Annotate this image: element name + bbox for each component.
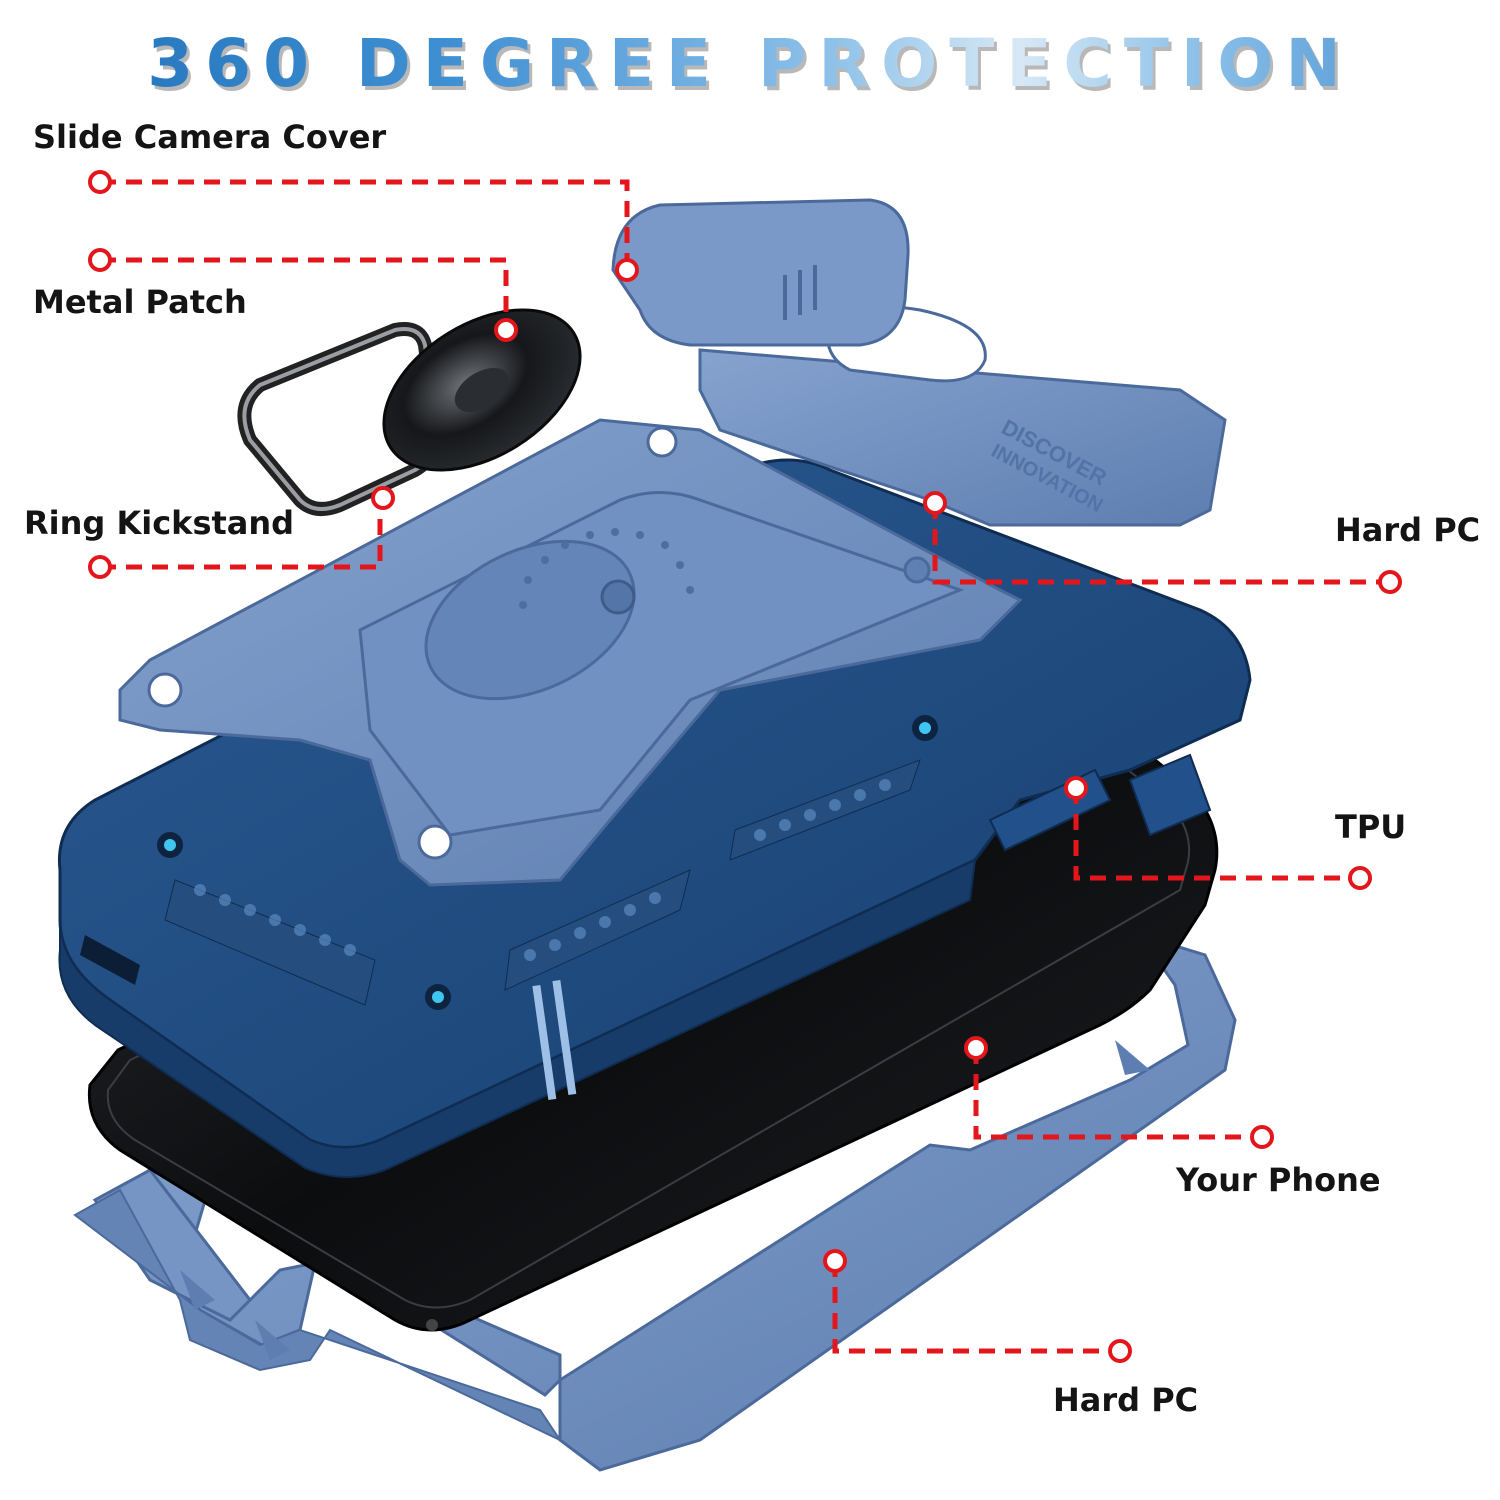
label-tpu: TPU (1335, 808, 1407, 846)
tpu-port-cutout (80, 935, 140, 985)
leader-endpoints (88, 170, 1402, 1363)
leader-your-phone (973, 1048, 1262, 1140)
headline-shadow: 360 DEGREE PROTECTION (3, 28, 1500, 108)
metal-patch-center (454, 367, 510, 413)
tpu-screw-accents (157, 715, 938, 1010)
leader-ring-kickstand (100, 498, 383, 570)
plate-hole-left (147, 672, 183, 708)
bottom-hard-pc-frame (73, 932, 1237, 1472)
leader-lines (100, 179, 1390, 1354)
label-your-phone: Your Phone (1176, 1161, 1381, 1199)
honeycomb-grip-left (164, 879, 376, 1006)
label-metal-patch: Metal Patch (33, 283, 247, 321)
leader-hard-pc-top (932, 503, 1390, 585)
label-hard-pc-top: Hard PC (1335, 511, 1481, 549)
kickstand-mount (424, 539, 636, 701)
tpu-side-button (1128, 753, 1212, 837)
slide-camera-cover (611, 198, 910, 347)
bottom-frame-corner-left (92, 1168, 252, 1322)
bottom-frame-clip-right (1115, 1040, 1150, 1075)
leader-tpu (1073, 788, 1360, 881)
bottom-frame-edge (73, 1188, 563, 1443)
honeycomb-grip-center (504, 869, 691, 991)
plate-hole-right (903, 556, 931, 584)
bottom-frame-clip-left-a (180, 1270, 215, 1310)
plate-hole-bottom (417, 824, 453, 860)
label-slide-camera-cover: Slide Camera Cover (33, 118, 387, 156)
camera-cover-assembly: DISCOVER INNOVATION (611, 198, 1227, 527)
label-hard-pc-bottom: Hard PC (1053, 1381, 1199, 1419)
top-hard-pc-plate (118, 418, 1023, 887)
honeycomb-grip-right (729, 759, 921, 861)
label-ring-kickstand: Ring Kickstand (24, 504, 295, 542)
leader-slide-camera-cover (100, 179, 630, 270)
mount-center-hole (600, 579, 636, 615)
honeycomb-pattern (194, 779, 891, 961)
leader-hard-pc-bottom (832, 1261, 1120, 1354)
headline: 360 DEGREE PROTECTION (0, 24, 1500, 104)
upper-hard-pc-shell (698, 348, 1227, 527)
plate-hole-top (646, 426, 678, 458)
tpu-case-rim (58, 858, 977, 1178)
leader-metal-patch (100, 257, 509, 330)
phone-speaker-hole (426, 1319, 438, 1331)
tpu-corner-stripes (532, 979, 577, 1100)
bottom-frame-clip-left-b (255, 1320, 290, 1360)
slide-grip-lines (783, 265, 817, 320)
mount-dot-ring (519, 528, 694, 609)
